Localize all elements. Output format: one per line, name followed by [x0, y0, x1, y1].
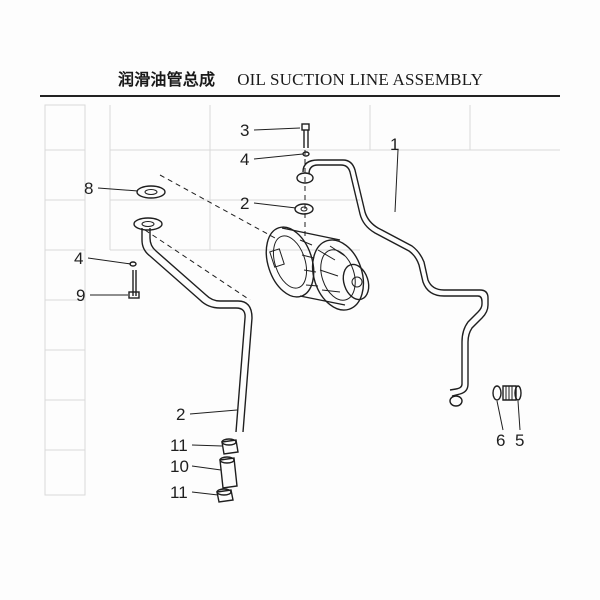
oil-line-1 — [296, 159, 489, 407]
callout-9: 9 — [76, 286, 85, 305]
callout-11-upper: 11 — [170, 436, 188, 455]
fitting-parts-5-6 — [492, 385, 522, 401]
callout-4-upper: 4 — [240, 150, 249, 169]
turbocharger — [265, 226, 370, 311]
title-english: OIL SUCTION LINE ASSEMBLY — [237, 70, 484, 89]
gasket-2-middle — [294, 203, 314, 215]
callout-2-middle: 2 — [240, 194, 249, 213]
callout-2-lower: 2 — [176, 405, 185, 424]
diagram-title: 润滑油管总成 OIL SUCTION LINE ASSEMBLY — [118, 66, 483, 90]
leader-lines — [87, 127, 521, 496]
callout-1: 1 — [390, 135, 399, 154]
background-bleed-through — [44, 104, 560, 496]
callout-11-lower: 11 — [170, 483, 188, 502]
callout-10: 10 — [170, 457, 189, 476]
gasket-8 — [136, 185, 166, 199]
title-chinese: 润滑油管总成 — [118, 70, 216, 89]
washer-and-bolt-left — [128, 261, 140, 299]
assembly-path-lines — [144, 150, 306, 301]
callout-5: 5 — [515, 431, 524, 450]
hose-and-clamps — [216, 438, 239, 503]
callout-8: 8 — [84, 179, 93, 198]
callout-labels: 1 3 4 2 8 4 9 2 11 10 11 6 5 — [74, 121, 524, 502]
callout-3: 3 — [240, 121, 249, 140]
oil-line-2 — [133, 217, 253, 433]
callout-4-left: 4 — [74, 249, 83, 268]
callout-6: 6 — [496, 431, 505, 450]
title-underline — [40, 95, 560, 97]
